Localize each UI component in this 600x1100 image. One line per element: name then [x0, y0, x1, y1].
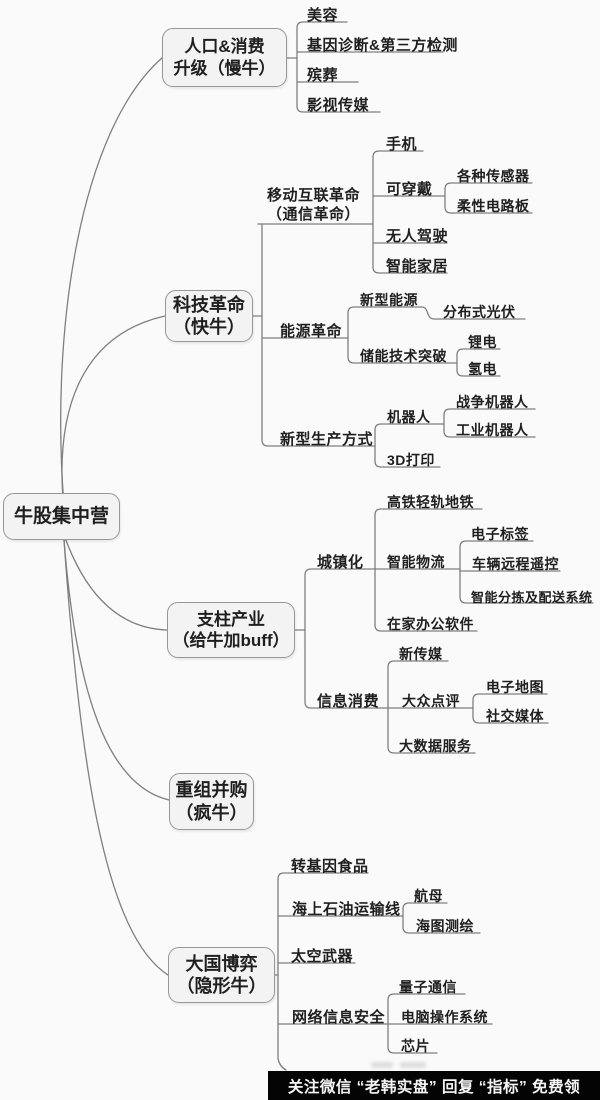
node-offshore-oil-route[interactable]: 海上石油运输线	[292, 901, 401, 918]
branch-merger-acquisition[interactable]: 重组并购 （疯牛）	[169, 773, 254, 830]
node-aircraft-carrier[interactable]: 航母	[414, 888, 443, 904]
node-sea-chart-mapping[interactable]: 海图测绘	[416, 918, 474, 934]
node-industrial-robot[interactable]: 工业机器人	[456, 422, 529, 438]
node-gene-diagnosis[interactable]: 基因诊断&第三方检测	[307, 37, 458, 54]
node-distributed-pv[interactable]: 分布式光伏	[443, 304, 516, 320]
branch-pillar-industry[interactable]: 支柱产业 （给牛加buff）	[167, 602, 295, 658]
node-vehicle-remote[interactable]: 车辆远程遥控	[472, 556, 559, 572]
node-energy-revolution[interactable]: 能源革命	[280, 323, 343, 340]
node-sensors[interactable]: 各种传感器	[457, 168, 530, 184]
node-gmo-food[interactable]: 转基因食品	[291, 858, 369, 875]
node-space-weapon[interactable]: 太空武器	[291, 948, 354, 965]
branch-population-consumption[interactable]: 人口&消费 升级（慢牛）	[162, 28, 287, 87]
node-e-map[interactable]: 电子地图	[486, 679, 544, 695]
node-flexible-pcb[interactable]: 柔性电路板	[457, 198, 530, 214]
node-film-media[interactable]: 影视传媒	[307, 97, 370, 114]
node-robot[interactable]: 机器人	[387, 409, 431, 425]
node-info-consumption[interactable]: 信息消费	[317, 693, 380, 710]
footer-banner-text: 关注微信 “老韩实盘” 回复 “指标” 免费领	[287, 1078, 581, 1096]
branch-great-power-game[interactable]: 大国博弈 （隐形牛）	[168, 947, 275, 1003]
node-smart-home[interactable]: 智能家居	[386, 258, 449, 275]
node-war-robot[interactable]: 战争机器人	[456, 394, 529, 410]
node-quantum-communication[interactable]: 量子通信	[399, 979, 457, 995]
node-smart-logistics[interactable]: 智能物流	[387, 554, 445, 570]
node-new-production[interactable]: 新型生产方式	[280, 431, 374, 448]
node-e-tag[interactable]: 电子标签	[471, 526, 529, 542]
branch-tech-revolution[interactable]: 科技革命 （快牛）	[165, 290, 253, 342]
node-new-energy[interactable]: 新型能源	[360, 292, 418, 308]
node-3d-printing[interactable]: 3D打印	[387, 452, 435, 468]
node-funeral[interactable]: 殡葬	[307, 67, 339, 84]
node-computer-os[interactable]: 电脑操作系统	[401, 1009, 488, 1025]
node-root[interactable]: 牛股集中营	[3, 493, 120, 540]
node-rail-transit[interactable]: 高铁轻轨地铁	[387, 494, 474, 510]
obscured-node-fragment	[400, 1062, 426, 1068]
node-driverless[interactable]: 无人驾驶	[386, 228, 449, 245]
node-lithium-battery[interactable]: 锂电	[468, 334, 497, 350]
node-hydrogen-battery[interactable]: 氢电	[468, 361, 497, 377]
node-wearable[interactable]: 可穿戴	[386, 181, 433, 198]
node-dianping[interactable]: 大众点评	[402, 693, 460, 709]
node-mobile-internet-revolution[interactable]: 移动互联革命 （通信革命）	[267, 187, 361, 223]
node-energy-storage[interactable]: 储能技术突破	[360, 348, 447, 364]
node-beauty[interactable]: 美容	[307, 7, 339, 24]
root-label: 牛股集中营	[13, 505, 109, 527]
node-cyber-security[interactable]: 网络信息安全	[292, 1009, 386, 1026]
node-sorting-delivery-system[interactable]: 智能分拣及配送系统	[471, 590, 593, 605]
obscured-node-fragment	[371, 1062, 393, 1068]
node-chip[interactable]: 芯片	[401, 1038, 430, 1054]
node-big-data-service[interactable]: 大数据服务	[399, 738, 472, 754]
node-urbanization[interactable]: 城镇化	[317, 554, 364, 571]
footer-banner: 关注微信 “老韩实盘” 回复 “指标” 免费领	[268, 1071, 600, 1100]
node-social-media[interactable]: 社交媒体	[486, 708, 544, 724]
node-phone[interactable]: 手机	[386, 136, 418, 153]
node-new-media[interactable]: 新传媒	[399, 646, 443, 662]
node-home-office-software[interactable]: 在家办公软件	[387, 616, 474, 632]
